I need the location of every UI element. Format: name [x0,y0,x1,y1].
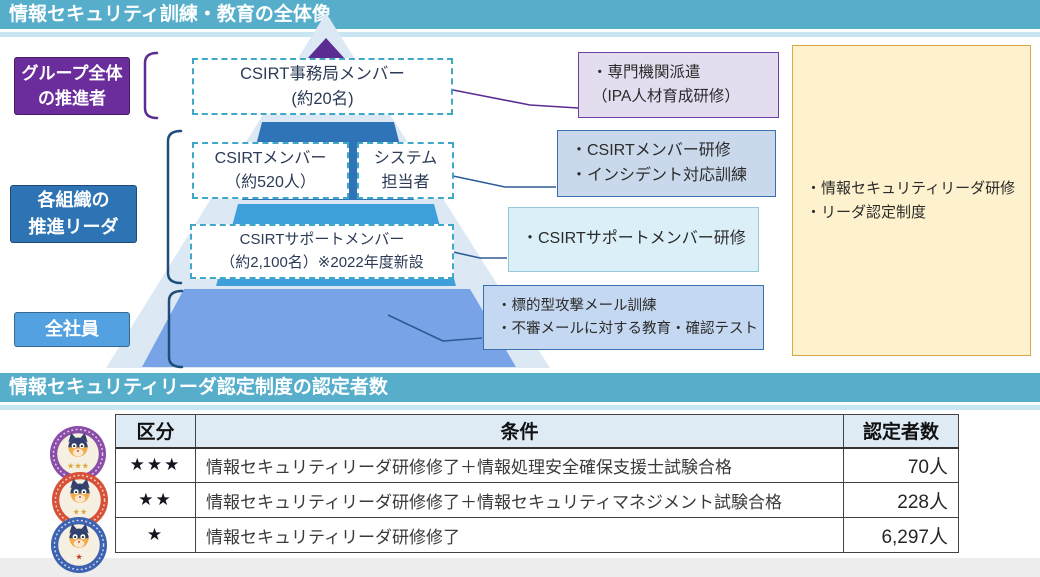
role-label-line: 各組織の [37,190,110,210]
bracket-all-employees [167,289,184,369]
role-label-group-promoters: グループ全体 の推進者 [14,57,130,115]
box-line: ・CSIRTメンバー研修 [571,141,731,159]
role-label-line: グループ全体 [21,63,123,83]
badge-mascot-icon [69,523,89,548]
box-line: （約520人） [225,173,316,191]
box-line: ・不審メールに対する教育・確認テスト [497,320,758,337]
col-header-condition: 条件 [195,414,844,449]
box-line: ・標的型攻撃メール訓練 [497,298,657,315]
pyramid-box-csirt-office: CSIRT事務局メンバー (約20名) [192,58,453,115]
bracket-org-leaders [166,129,183,285]
training-box-leader-program: ・情報セキュリティリーダ研修 ・リーダ認定制度 [792,45,1031,356]
training-box-csirt-member: ・CSIRTメンバー研修 ・インシデント対応訓練 [557,130,776,197]
role-label-line: 推進リーダ [28,217,119,237]
connector-support-to-training [452,251,507,259]
box-line: ・情報セキュリティリーダ研修 [806,180,1016,198]
count-cell: 6,297人 [843,517,959,553]
table-row: ★★★ 情報セキュリティリーダ研修修了＋情報処理安全確保支援士試験合格 70人 [115,447,959,483]
box-line: CSIRTサポートメンバー [239,231,405,248]
badge-stars: ★ [75,553,82,562]
table-row: ★ 情報セキュリティリーダ研修修了 6,297人 [115,517,959,553]
table-row: ★★ 情報セキュリティリーダ研修修了＋情報セキュリティマネジメント試験合格 22… [115,482,959,518]
badge-stars: ★★ [73,508,88,517]
connector-member-to-training [452,175,556,188]
section-header-certification: 情報セキュリティリーダ認定制度の認定者数 [0,373,1040,402]
header-underline-bottom [0,405,1040,410]
role-label-line: の推進者 [38,89,106,108]
box-line: (約20名) [291,89,354,108]
box-line: ・インシデント対応訓練 [571,166,748,184]
pyramid-box-csirt-support: CSIRTサポートメンバー （約2,100名）※2022年度新設 [190,224,454,279]
training-box-all-employees: ・標的型攻撃メール訓練 ・不審メールに対する教育・確認テスト [483,285,764,350]
bottom-edge-strip [0,558,1040,577]
pyramid-box-csirt-member: CSIRTメンバー （約520人） [192,142,349,199]
badge-mascot-icon [68,432,88,457]
training-section-title: 情報セキュリティ訓練・教育の全体像 [9,4,331,25]
training-box-csirt-support: ・CSIRTサポートメンバー研修 [508,207,759,272]
rank-cell: ★★★ [115,447,196,483]
connector-office-to-expert [452,89,579,109]
leader-badge-2star-icon: ★★ [51,471,109,529]
section-header-training: 情報セキュリティ訓練・教育の全体像 [0,0,1040,29]
count-cell: 228人 [843,482,959,518]
box-line: ・専門機関派遣 [592,63,701,81]
pyramid-level-office-tip [306,38,346,60]
role-label-all-employees: 全社員 [14,312,130,347]
rank-cell: ★ [115,517,196,553]
badge-stars: ★★★ [67,462,89,471]
box-line: システム [373,149,438,167]
leader-badge-1star-icon: ★ [50,516,108,574]
pyramid-box-system-staff: システム 担当者 [357,142,454,199]
box-line: ・リーダ認定制度 [806,203,927,221]
col-header-rank: 区分 [115,414,196,449]
table-header-row: 区分 条件 認定者数 [115,414,959,449]
condition-cell: 情報セキュリティリーダ研修修了＋情報セキュリティマネジメント試験合格 [195,482,844,518]
condition-cell: 情報セキュリティリーダ研修修了 [195,517,844,553]
pyramid-level-all-employees [142,289,516,367]
badge-mascot-icon [70,478,90,503]
box-line: CSIRT事務局メンバー [240,64,405,83]
leader-badge-3star-icon: ★★★ [49,425,107,483]
connector-all-to-training [387,314,483,342]
certification-table: 区分 条件 認定者数 ★★★ 情報セキュリティリーダ研修修了＋情報処理安全確保支… [115,414,959,553]
certification-section-title: 情報セキュリティリーダ認定制度の認定者数 [9,377,388,398]
role-label-org-leaders: 各組織の 推進リーダ [10,185,137,243]
count-cell: 70人 [843,447,959,483]
box-line: ・CSIRTサポートメンバー研修 [522,230,746,248]
col-header-count: 認定者数 [843,414,959,449]
training-box-expert-dispatch: ・専門機関派遣 （IPA人材育成研修） [578,52,779,118]
box-line: 担当者 [381,173,430,191]
bracket-group-promoters [143,51,159,120]
box-line: （約2,100名）※2022年度新設 [220,253,424,271]
role-label-line: 全社員 [45,319,99,339]
box-line: CSIRTメンバー [214,149,327,167]
header-underline-top [0,32,1040,37]
rank-cell: ★★ [115,482,196,518]
box-line: （IPA人材育成研修） [592,88,740,105]
condition-cell: 情報セキュリティリーダ研修修了＋情報処理安全確保支援士試験合格 [195,447,844,483]
